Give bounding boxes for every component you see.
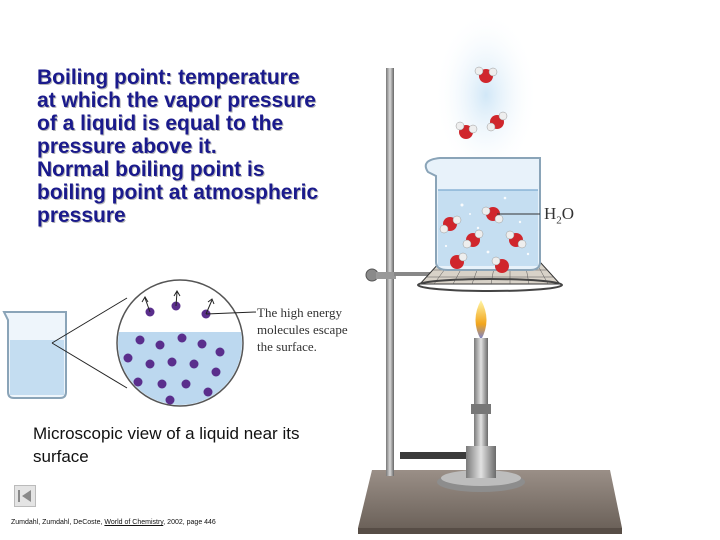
stand-base (358, 470, 622, 528)
bubbles (444, 196, 530, 256)
bunsen-burner (400, 338, 525, 492)
callout-pointer (205, 311, 257, 315)
liquid-molecules (123, 301, 225, 405)
stand-base-edge (358, 528, 622, 534)
small-beaker-water (10, 340, 64, 395)
microscopic-illustration (2, 279, 257, 407)
support-ring (417, 278, 563, 292)
previous-slide-icon (14, 485, 36, 507)
clamp-body (376, 272, 396, 279)
microscopic-caption: Microscopic view of a liquid near its su… (33, 422, 363, 468)
callout-line-3: the surface. (257, 339, 317, 354)
previous-slide-button[interactable] (14, 485, 36, 507)
ring-stand-apparatus (358, 10, 622, 534)
flame (475, 300, 487, 340)
definition-line-2: at which the vapor pressure (37, 89, 316, 112)
definition-line-5: Normal boiling point is (37, 158, 265, 181)
callout-line-1: The high energy (257, 305, 342, 320)
citation-details: 2002, page 446 (167, 519, 216, 526)
ring-arm (394, 272, 430, 276)
citation-book: World of Chemistry (104, 519, 164, 526)
definition-line-7: pressure (37, 204, 126, 227)
definition-line-4: pressure above it. (37, 135, 217, 158)
h2o-label: H2O (544, 204, 575, 227)
caption-line-1: Microscopic view of a liquid near its (33, 424, 300, 443)
citation-authors: Zumdahl, Zumdahl, DeCoste, (11, 519, 103, 526)
escape-arrows (141, 290, 215, 315)
citation: Zumdahl, Zumdahl, DeCoste, World of Chem… (11, 519, 216, 526)
boiling-point-definition: Boiling point: temperature at which the … (37, 66, 377, 227)
callout-line-2: molecules escape (257, 322, 348, 337)
water-molecules (439, 66, 527, 273)
definition-line-1: Boiling point: temperature (37, 66, 300, 89)
definition-line-6: boiling point at atmospheric (37, 181, 319, 204)
vapor-glow (434, 10, 538, 180)
definition-line-3: of a liquid is equal to the (37, 112, 284, 135)
caption-line-2: surface (33, 447, 89, 466)
high-energy-callout: The high energy molecules escape the sur… (257, 304, 348, 355)
